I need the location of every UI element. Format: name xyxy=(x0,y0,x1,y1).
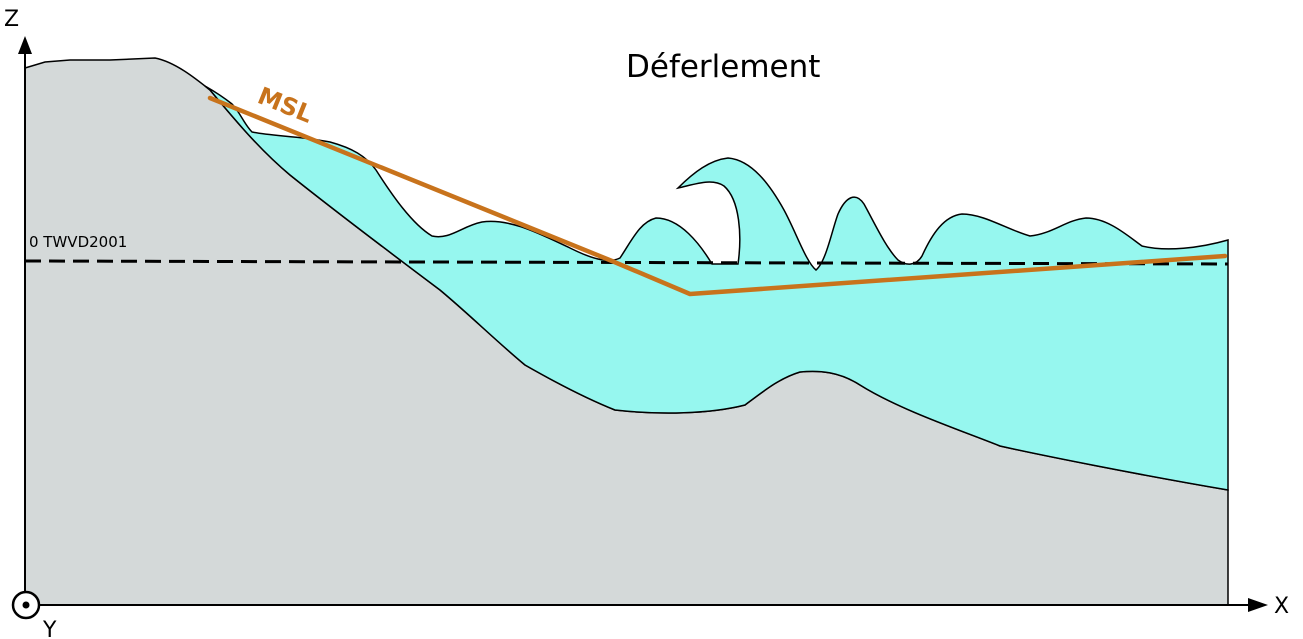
y-axis-dot xyxy=(22,601,30,609)
x-axis-label: X xyxy=(1274,594,1289,619)
y-axis-label: Y xyxy=(42,618,57,639)
x-axis-arrow xyxy=(1248,598,1268,612)
z-axis-arrow xyxy=(18,36,32,54)
datum-label: 0 TWVD2001 xyxy=(29,233,127,251)
z-axis-label: Z xyxy=(4,7,19,32)
water-body xyxy=(204,85,1229,491)
diagram-title: Déferlement xyxy=(626,49,820,85)
msl-line xyxy=(207,95,1228,297)
datum-line xyxy=(24,259,1229,266)
